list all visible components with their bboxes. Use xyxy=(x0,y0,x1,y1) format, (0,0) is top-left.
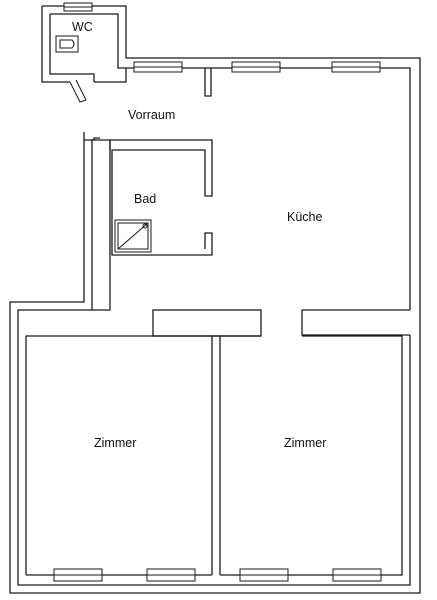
room-label-vorraum: Vorraum xyxy=(128,108,175,122)
outer-walls xyxy=(9,5,421,594)
window-icon xyxy=(63,2,93,12)
toilet-icon xyxy=(55,35,79,53)
room-label-bad: Bad xyxy=(134,192,156,206)
window-icon xyxy=(332,568,382,582)
room-label-zimmer-left: Zimmer xyxy=(94,436,136,450)
bad-room xyxy=(92,139,213,311)
window-icon xyxy=(231,61,281,73)
window-icon xyxy=(133,61,183,73)
zimmer-walls xyxy=(25,309,410,576)
window-icon xyxy=(146,568,196,582)
window-icon xyxy=(53,568,103,582)
wc-room: WC xyxy=(55,2,127,103)
top-windows xyxy=(133,61,381,73)
shower-tray-icon xyxy=(114,219,152,253)
bottom-windows xyxy=(53,568,382,582)
room-label-wc: WC xyxy=(72,20,93,34)
window-icon xyxy=(239,568,289,582)
room-label-kueche: Küche xyxy=(287,210,322,224)
room-label-zimmer-right: Zimmer xyxy=(284,436,326,450)
door-swing-icon xyxy=(69,79,87,103)
window-icon xyxy=(331,61,381,73)
